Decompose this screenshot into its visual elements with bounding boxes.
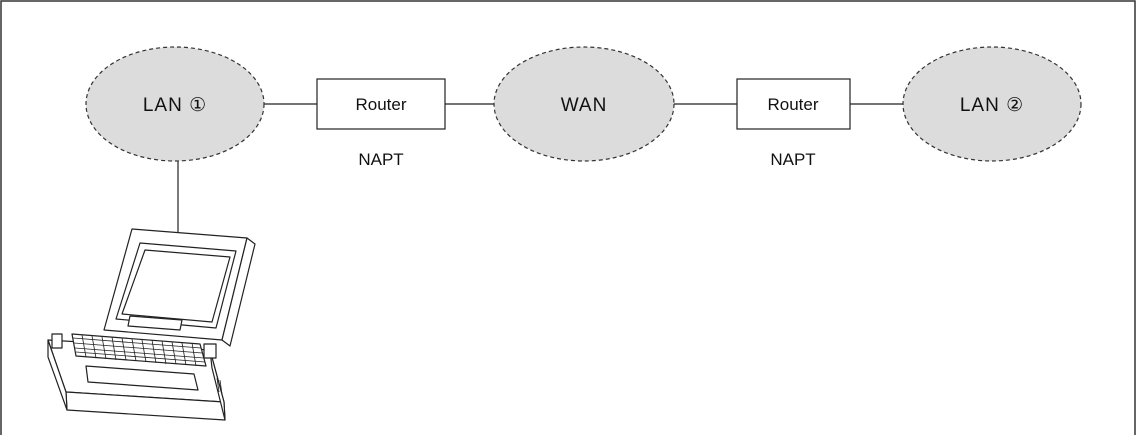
laptop-keys (72, 334, 206, 367)
laptop-post-left (51, 333, 63, 349)
router2-box (736, 78, 851, 130)
router1-sublabel: NAPT (358, 150, 403, 169)
router1-box (316, 78, 446, 130)
router1-label: Router (355, 95, 406, 114)
lan1-label: LAN ① (143, 95, 207, 116)
lan1-node: LAN ① (85, 46, 265, 162)
lan2-node: LAN ② (902, 46, 1082, 162)
router1-node: Router NAPT (316, 78, 446, 169)
laptop-palmrest (85, 365, 199, 391)
laptop-post-right (203, 343, 217, 359)
router2-node: Router NAPT (736, 78, 851, 169)
laptop-base-right (209, 349, 226, 421)
laptop-base-left (47, 339, 68, 411)
wan-node: WAN (493, 46, 675, 162)
router2-sublabel: NAPT (770, 150, 815, 169)
wan-cloud (493, 46, 675, 162)
lan2-cloud (902, 46, 1082, 162)
wan-label: WAN (561, 95, 608, 116)
laptop-icon (47, 228, 256, 421)
lan1-cloud (85, 46, 265, 162)
laptop-lid-side (221, 237, 256, 347)
router2-label: Router (767, 95, 818, 114)
laptop-screen-inner (121, 249, 231, 323)
lan2-label: LAN ② (960, 95, 1024, 116)
laptop-hinge (127, 315, 183, 331)
